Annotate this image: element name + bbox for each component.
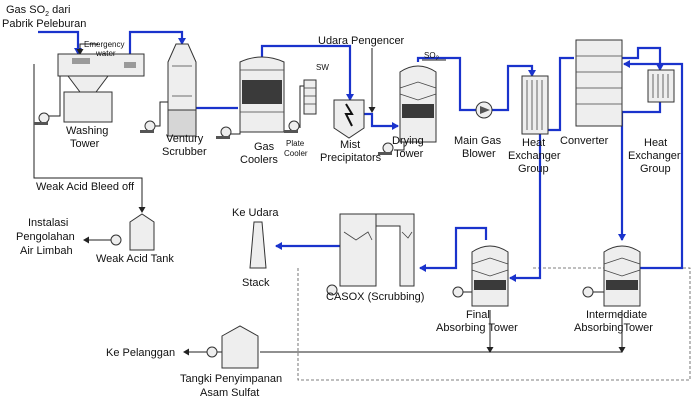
- heat-exchanger-group-2: [647, 69, 675, 103]
- weak-acid-tank-label: Weak Acid Tank: [96, 253, 174, 265]
- intermediate-label-1: Intermediate: [586, 309, 647, 321]
- hex2-label-1: Heat: [644, 137, 667, 149]
- gas-coolers: [239, 56, 285, 133]
- washing-tower-label-1: Washing: [66, 125, 108, 137]
- weak-acid-tank: [129, 213, 155, 251]
- washing-tower-label-2: Tower: [70, 138, 100, 150]
- final-absorbing-tower: [471, 245, 509, 307]
- final-pump: [452, 286, 464, 298]
- blower-label-1: Main Gas: [454, 135, 502, 147]
- sw-label: SW: [316, 63, 329, 72]
- blower-label-2: Blower: [462, 148, 496, 160]
- washing-tower: [57, 53, 145, 123]
- gas-coolers-label-1: Gas: [254, 141, 275, 153]
- venturi-recycle-line: [152, 101, 168, 127]
- emergency-water-line: [76, 43, 98, 55]
- gas-source-label-line2: Pabrik Peleburan: [2, 18, 86, 30]
- drying-pump: [378, 142, 394, 155]
- drying-label-2: Tower: [394, 148, 424, 160]
- intermediate-absorbing-tower: [603, 245, 641, 307]
- weak-acid-bleed-label: Weak Acid Bleed off: [36, 181, 135, 193]
- intermediate-label-2: AbsorbingTower: [574, 322, 653, 334]
- weak-acid-bleed-line: [33, 64, 146, 213]
- washing-pump: [34, 112, 50, 125]
- hex1-label-1: Heat: [522, 137, 545, 149]
- gas-line-hex1-to-final: [509, 134, 542, 282]
- casox-pump: [326, 284, 338, 296]
- gas-line-casox-to-stack: [275, 232, 350, 250]
- hex1-label-3: Group: [518, 163, 549, 175]
- instalasi-label-1: Instalasi: [28, 217, 68, 229]
- hex2-label-2: Exchanger: [628, 150, 681, 162]
- storage-pump: [206, 346, 218, 358]
- sulfuric-acid-storage-tank: [221, 325, 259, 369]
- gas-line-hex2-to-intermediate: [618, 102, 662, 241]
- venturi-pump: [140, 120, 156, 133]
- final-label-1: Final: [466, 309, 490, 321]
- gas-line-blower-to-hex1: [492, 64, 536, 112]
- emergency-water-label-2: water: [95, 49, 116, 58]
- instalasi-label-2: Pengolahan: [16, 231, 75, 243]
- udara-pengencer-label: Udara Pengencer: [318, 35, 405, 47]
- venturi-label-1: Ventury: [166, 133, 204, 145]
- gas-line-drying-to-blower: [416, 56, 476, 112]
- stack: [249, 221, 267, 269]
- emergency-water-label-1: Emergency: [84, 40, 124, 49]
- venturi-scrubber: [167, 43, 197, 137]
- gas-line-intermediate-to-converter: [623, 60, 684, 270]
- ke-udara-label: Ke Udara: [232, 207, 279, 219]
- gas-line-coolers-to-mist: [260, 44, 354, 101]
- converter: [575, 39, 623, 127]
- casox-scrubber: [339, 213, 415, 287]
- mist-label-2: Precipitators: [320, 152, 382, 164]
- casox-label: CASOX (Scrubbing): [326, 291, 424, 303]
- cooler-pump: [216, 126, 232, 139]
- converter-label: Converter: [560, 135, 609, 147]
- main-gas-blower: [475, 101, 493, 119]
- gas-line-inlet: [38, 30, 82, 55]
- plate-cooler-pump: [284, 120, 300, 133]
- drying-label-1: Drying: [392, 135, 424, 147]
- plate-cooler-label-1: Plate: [286, 139, 305, 148]
- drying-recycle-line: [394, 142, 405, 151]
- intermediate-recycle-line: [592, 282, 605, 293]
- weak-acid-pump: [110, 234, 122, 246]
- gas-source-label-line1: Gas SO2 dari: [6, 4, 70, 18]
- final-label-2: Absorbing Tower: [436, 322, 518, 334]
- gas-line-washer-to-venturi: [128, 30, 186, 60]
- ke-pelanggan-label: Ke Pelanggan: [106, 347, 175, 359]
- plate-cooler-label-2: Cooler: [284, 149, 308, 158]
- mist-label-1: Mist: [340, 139, 360, 151]
- heat-exchanger-group-1: [521, 75, 549, 135]
- gas-line-hex1-to-converter: [548, 56, 574, 132]
- gas-line-final-to-casox: [419, 226, 488, 272]
- hex2-label-3: Group: [640, 163, 671, 175]
- mist-precipitator: [333, 99, 365, 139]
- plate-cooler: [303, 79, 317, 115]
- hex1-label-2: Exchanger: [508, 150, 561, 162]
- venturi-label-2: Scrubber: [162, 146, 207, 158]
- tangki-label-2: Asam Sulfat: [200, 387, 259, 399]
- stack-label: Stack: [242, 277, 270, 289]
- gas-line-mist-to-drying: [362, 112, 399, 130]
- gas-coolers-label-2: Coolers: [240, 154, 278, 166]
- drying-tower: [399, 65, 437, 143]
- gas-line-converter-to-hex2: [622, 46, 664, 71]
- intermediate-pump: [582, 286, 594, 298]
- cooler-recycle-line: [230, 120, 241, 135]
- so2-label: SO2: [424, 51, 440, 62]
- instalasi-label-3: Air Limbah: [20, 245, 73, 257]
- tangki-label-1: Tangki Penyimpanan: [180, 373, 282, 385]
